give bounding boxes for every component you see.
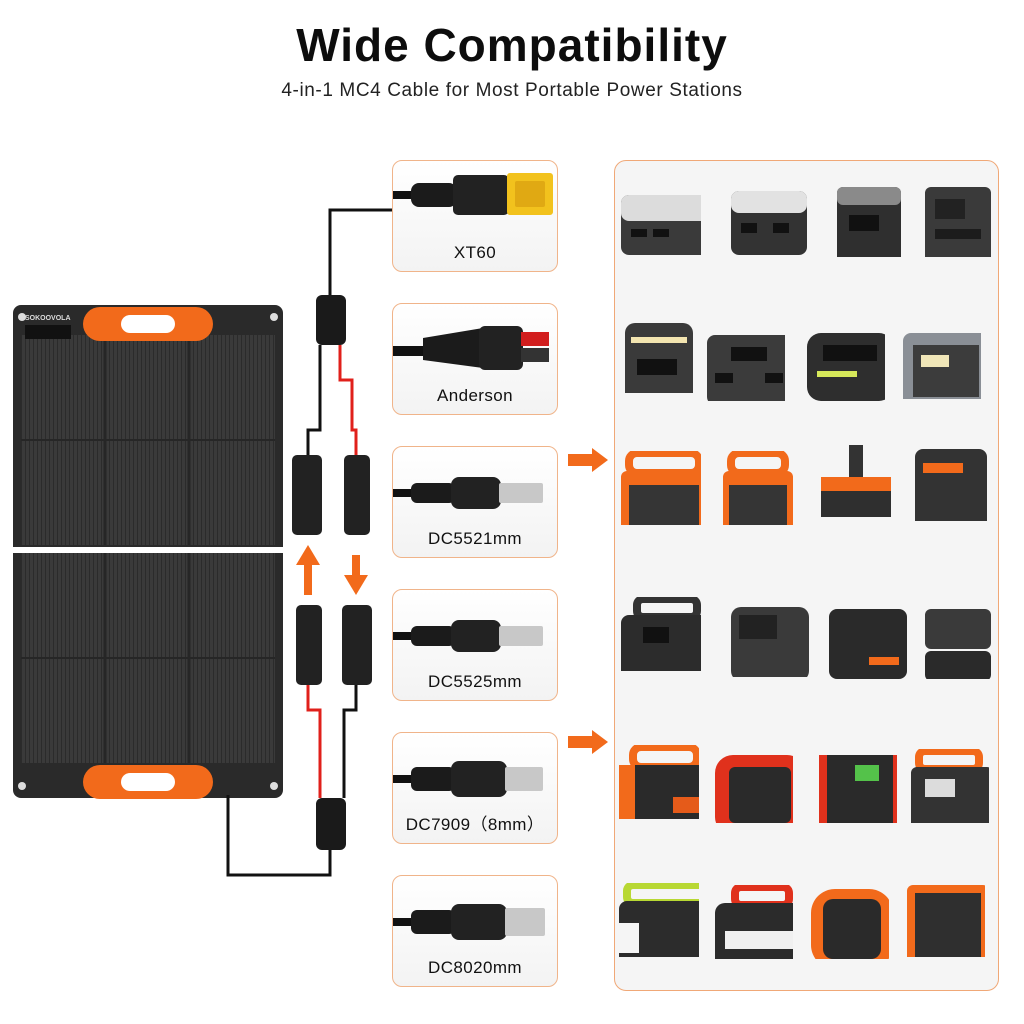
dc-barrel-plug-icon [393, 761, 543, 797]
connector-label: DC8020mm [428, 958, 522, 977]
panel-brand-label: SOKOOVOLA [25, 315, 71, 322]
connector-label: XT60 [453, 243, 497, 262]
power-station-image [715, 885, 793, 959]
power-station-image [911, 749, 989, 823]
arrow-right-icon [568, 730, 608, 754]
mc4-female-connector-lower [342, 605, 372, 685]
mc4-branch-connector-bottom [316, 798, 346, 850]
power-station-image [731, 607, 809, 677]
power-station-image [621, 195, 701, 255]
panel-spec-label [25, 325, 71, 339]
connector-label: DC5525mm [428, 672, 522, 691]
connector-card-dc8020: DC8020mm [392, 875, 558, 987]
power-station-image [731, 191, 807, 255]
connector-card-xt60: XT60 [392, 160, 558, 272]
connector-label: DC7909（8mm） [405, 815, 545, 834]
power-station-image [829, 609, 907, 679]
xt60-plug-icon [393, 173, 553, 215]
mc4-cable-assembly [226, 208, 400, 877]
connector-card-dc7909: DC7909（8mm） [392, 732, 558, 844]
solar-cells-graphic [13, 313, 283, 790]
page-title: Wide Compatibility [296, 19, 728, 71]
solar-panel: SOKOOVOLA [13, 305, 283, 799]
power-station-image [723, 451, 793, 525]
anderson-plug-icon [393, 326, 549, 370]
dc-barrel-plug-icon [393, 620, 543, 652]
connector-card-dc5525: DC5525mm [392, 589, 558, 701]
connector-card-dc5521: DC5521mm [392, 446, 558, 558]
arrow-down-icon [344, 555, 368, 595]
power-station-image [715, 755, 793, 823]
power-station-image [903, 333, 981, 399]
mc4-male-connector-upper [292, 455, 322, 535]
power-station-image [925, 609, 991, 679]
power-station-image [819, 755, 897, 823]
power-station-image [619, 745, 699, 819]
power-station-image [807, 333, 885, 401]
arrow-right-icon [568, 448, 608, 472]
arrow-up-icon [296, 545, 320, 595]
page-subtitle: 4-in-1 MC4 Cable for Most Portable Power… [281, 80, 743, 101]
power-station-image [707, 335, 785, 401]
panel-handle-top [83, 307, 213, 341]
power-station-image [811, 889, 889, 959]
power-station-image [821, 445, 891, 517]
dc-barrel-plug-icon [393, 477, 543, 509]
panel-handle-bottom [83, 765, 213, 799]
connector-label: DC5521mm [428, 529, 522, 548]
mc4-female-connector-upper [344, 455, 370, 535]
mc4-male-connector-lower [296, 605, 322, 685]
power-station-image [925, 187, 991, 257]
power-station-image [907, 885, 985, 957]
power-station-image [621, 451, 701, 525]
connector-label: Anderson [437, 386, 513, 405]
power-station-image [915, 449, 987, 521]
power-station-image [621, 597, 701, 671]
power-station-image [619, 883, 699, 957]
compatible-power-stations-panel [614, 160, 999, 991]
power-station-image [837, 187, 901, 257]
mc4-branch-connector-top [316, 295, 346, 345]
connector-card-anderson: Anderson [392, 303, 558, 415]
power-station-image [625, 323, 693, 393]
dc-barrel-plug-icon [393, 904, 545, 940]
